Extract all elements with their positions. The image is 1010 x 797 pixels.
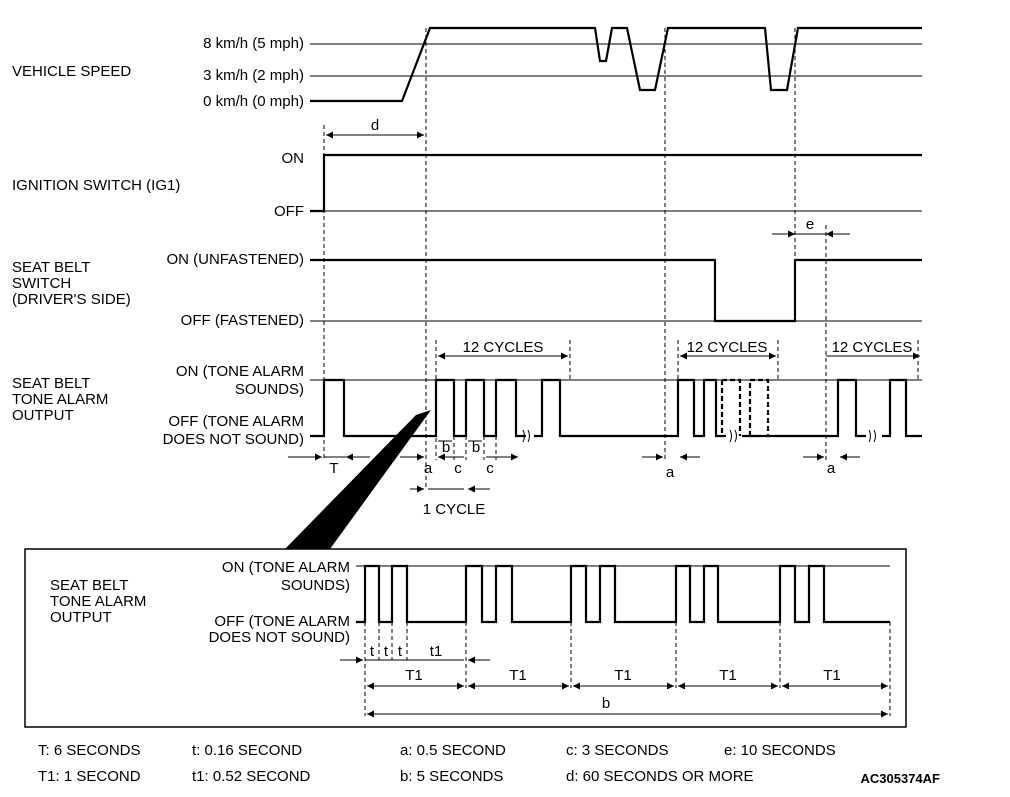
dim-T1-label-5: T1 — [823, 667, 841, 684]
legend-b: b: 5 SECONDS — [400, 768, 503, 785]
dim-d-label: d — [371, 117, 379, 134]
legend-e: e: 10 SECONDS — [724, 742, 836, 759]
dim-b-label-detail: b — [602, 695, 610, 712]
break-mark-1 — [522, 429, 530, 443]
tone-alarm-off-label-1: OFF (TONE ALARM — [168, 413, 304, 430]
detail-title-3: OUTPUT — [50, 609, 112, 626]
detail-off-label-1: OFF (TONE ALARM — [214, 613, 350, 630]
figure-code: AC305374AF — [861, 771, 941, 786]
speed-level-3-label: 3 km/h (2 mph) — [203, 67, 304, 84]
dim-t1-label: t1 — [430, 643, 443, 660]
vehicle-speed-title: VEHICLE SPEED — [12, 63, 131, 80]
ignition-on-label: ON — [282, 150, 305, 167]
detail-box: SEAT BELT TONE ALARM OUTPUT ON (TONE ALA… — [24, 548, 907, 728]
dim-t-label-3: t — [398, 643, 403, 660]
bottom-dimensions: T a b b c c 1 CYCLE a a — [288, 439, 860, 518]
tone-alarm-on-label-2: SOUNDS) — [235, 381, 304, 398]
dim-T1-label-3: T1 — [614, 667, 632, 684]
break-mark-3 — [868, 429, 876, 443]
dim-T1-label-4: T1 — [719, 667, 737, 684]
legend: T: 6 SECONDS T1: 1 SECOND t: 0.16 SECOND… — [38, 742, 940, 786]
top-dimensions: d e 12 CYCLES 12 CYCLES 12 CYCLES — [326, 117, 920, 360]
seat-belt-switch-title-1: SEAT BELT — [12, 259, 90, 276]
dim-c-label-1: c — [454, 460, 462, 477]
legend-a: a: 0.5 SECOND — [400, 742, 506, 759]
detail-on-label-1: ON (TONE ALARM — [222, 559, 350, 576]
dim-cycles-label-3: 12 CYCLES — [832, 339, 913, 356]
seat-belt-on-label: ON (UNFASTENED) — [166, 251, 304, 268]
dim-a-label-3: a — [827, 460, 836, 477]
tone-alarm-on-label-1: ON (TONE ALARM — [176, 363, 304, 380]
speed-level-0-label: 0 km/h (0 mph) — [203, 93, 304, 110]
seat-belt-switch-title-2: SWITCH — [12, 275, 71, 292]
detail-waveform — [356, 564, 890, 624]
dim-a-label-2: a — [666, 464, 675, 481]
detail-title-1: SEAT BELT — [50, 577, 128, 594]
dim-cycles-label-2: 12 CYCLES — [687, 339, 768, 356]
detail-box-frame — [24, 548, 907, 728]
tone-alarm-off-label-2: DOES NOT SOUND) — [163, 431, 304, 448]
detail-on-label-2: SOUNDS) — [281, 577, 350, 594]
vehicle-speed-section: VEHICLE SPEED 8 km/h (5 mph) 3 km/h (2 m… — [12, 26, 922, 110]
ignition-switch-waveform — [310, 153, 922, 213]
dim-c-label-2: c — [486, 460, 494, 477]
dim-T1-label-1: T1 — [405, 667, 423, 684]
speed-level-8-label: 8 km/h (5 mph) — [203, 35, 304, 52]
tone-alarm-title-3: OUTPUT — [12, 407, 74, 424]
dim-t-label-2: t — [384, 643, 389, 660]
dim-t-label-1: t — [370, 643, 375, 660]
dim-T-label: T — [329, 460, 338, 477]
dim-b-label-2: b — [472, 439, 480, 456]
ignition-switch-title: IGNITION SWITCH (IG1) — [12, 177, 180, 194]
legend-c: c: 3 SECONDS — [566, 742, 669, 759]
legend-d: d: 60 SECONDS OR MORE — [566, 768, 754, 785]
detail-title-2: TONE ALARM — [50, 593, 146, 610]
dim-T1-label-2: T1 — [509, 667, 527, 684]
zoom-wedge — [285, 410, 431, 549]
legend-T1: T1: 1 SECOND — [38, 768, 141, 785]
tone-alarm-title-1: SEAT BELT — [12, 375, 90, 392]
break-mark-2 — [729, 429, 737, 443]
dim-a-label-1: a — [424, 460, 433, 477]
legend-t1: t1: 0.52 SECOND — [192, 768, 311, 785]
dim-b-label-1: b — [442, 439, 450, 456]
dim-cycles-label-1: 12 CYCLES — [463, 339, 544, 356]
legend-T: T: 6 SECONDS — [38, 742, 141, 759]
tone-alarm-section: SEAT BELT TONE ALARM OUTPUT ON (TONE ALA… — [12, 363, 922, 448]
vehicle-speed-waveform — [310, 26, 922, 103]
dim-one-cycle-label: 1 CYCLE — [423, 501, 486, 518]
ignition-off-label: OFF — [274, 203, 304, 220]
seat-belt-switch-section: SEAT BELT SWITCH (DRIVER'S SIDE) ON (UNF… — [12, 251, 922, 329]
tone-alarm-cancelled-pulses — [720, 378, 770, 436]
legend-t: t: 0.16 SECOND — [192, 742, 302, 759]
tone-alarm-title-2: TONE ALARM — [12, 391, 108, 408]
seat-belt-switch-title-3: (DRIVER'S SIDE) — [12, 291, 131, 308]
tone-alarm-waveform — [310, 378, 922, 438]
ignition-switch-section: IGNITION SWITCH (IG1) ON OFF — [12, 150, 922, 220]
seat-belt-off-label: OFF (FASTENED) — [181, 312, 304, 329]
detail-off-label-2: DOES NOT SOUND) — [209, 629, 350, 646]
seat-belt-switch-waveform — [310, 258, 922, 323]
dim-e-label: e — [806, 216, 814, 233]
